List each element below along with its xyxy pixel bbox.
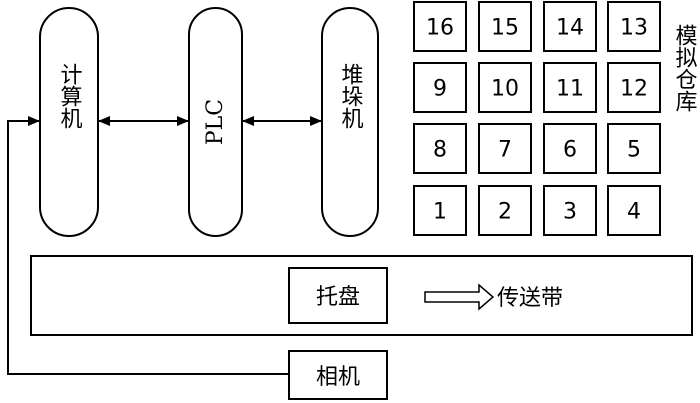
warehouse-cell-number: 9: [433, 77, 447, 102]
warehouse-cell-number: 5: [627, 138, 641, 163]
warehouse-cell-number: 8: [433, 138, 447, 163]
warehouse-cell-box: [607, 123, 661, 174]
warehouse-cell-box: [478, 123, 532, 174]
warehouse-cell: 7: [478, 123, 532, 174]
computer-label: 计算机: [57, 63, 83, 129]
warehouse-cell: 5: [607, 123, 661, 174]
warehouse-cell-number: 11: [556, 77, 584, 102]
warehouse-cell-box: [413, 1, 467, 52]
warehouse-cell: 14: [543, 1, 597, 52]
warehouse-cell-number: 15: [491, 16, 519, 41]
warehouse-cell-number: 2: [498, 200, 512, 225]
computer-node: 计算机: [39, 7, 99, 237]
stacker-node: 堆垛机: [321, 7, 379, 237]
warehouse-cell: 12: [607, 62, 661, 113]
warehouse-cell: 9: [413, 62, 467, 113]
warehouse-cell: 8: [413, 123, 467, 174]
warehouse-cell-number: 3: [563, 200, 577, 225]
warehouse-cell: 13: [607, 1, 661, 52]
warehouse-cell-number: 12: [620, 77, 648, 102]
warehouse-cell: 11: [543, 62, 597, 113]
warehouse-cell-box: [413, 123, 467, 174]
warehouse-label: 模拟仓库: [672, 24, 698, 112]
warehouse-cell-number: 16: [426, 16, 454, 41]
warehouse-cell: 6: [543, 123, 597, 174]
stacker-label: 堆垛机: [338, 63, 364, 129]
plc-label: PLC: [203, 99, 228, 145]
warehouse-cell-number: 6: [563, 138, 577, 163]
warehouse-cell-box: [478, 62, 532, 113]
warehouse-cell: 1: [413, 185, 467, 236]
warehouse-cell-number: 4: [627, 200, 641, 225]
conveyor-direction-arrow: [424, 283, 495, 311]
tray-label: 托盘: [316, 285, 360, 310]
warehouse-cell-box: [607, 185, 661, 236]
warehouse-cell-number: 14: [556, 16, 584, 41]
camera-to-computer-arrow: [7, 116, 288, 375]
warehouse-cell-box: [543, 123, 597, 174]
tray-node: 托盘: [288, 267, 388, 324]
conveyor-label: 传送带: [497, 286, 563, 311]
plc-node: PLC: [188, 7, 243, 237]
warehouse-cell-number: 7: [498, 138, 512, 163]
warehouse-cell-box: [413, 185, 467, 236]
warehouse-cell-box: [543, 62, 597, 113]
warehouse-cell: 10: [478, 62, 532, 113]
warehouse-cell-box: [607, 62, 661, 113]
warehouse-cell-box: [543, 185, 597, 236]
warehouse-cell: 2: [478, 185, 532, 236]
conveyor-frame: [30, 255, 693, 336]
warehouse-cell-number: 10: [491, 77, 519, 102]
warehouse-cell: 15: [478, 1, 532, 52]
warehouse-cell-number: 1: [433, 200, 447, 225]
warehouse-cell: 16: [413, 1, 467, 52]
warehouse-cell-number: 13: [620, 16, 648, 41]
warehouse-cell-box: [413, 62, 467, 113]
warehouse-cell-box: [478, 185, 532, 236]
warehouse-cell-box: [607, 1, 661, 52]
camera-label: 相机: [316, 365, 360, 390]
warehouse-cell-box: [543, 1, 597, 52]
warehouse-cell-box: [478, 1, 532, 52]
warehouse-cell: 3: [543, 185, 597, 236]
warehouse-cell: 4: [607, 185, 661, 236]
camera-node: 相机: [288, 350, 388, 400]
